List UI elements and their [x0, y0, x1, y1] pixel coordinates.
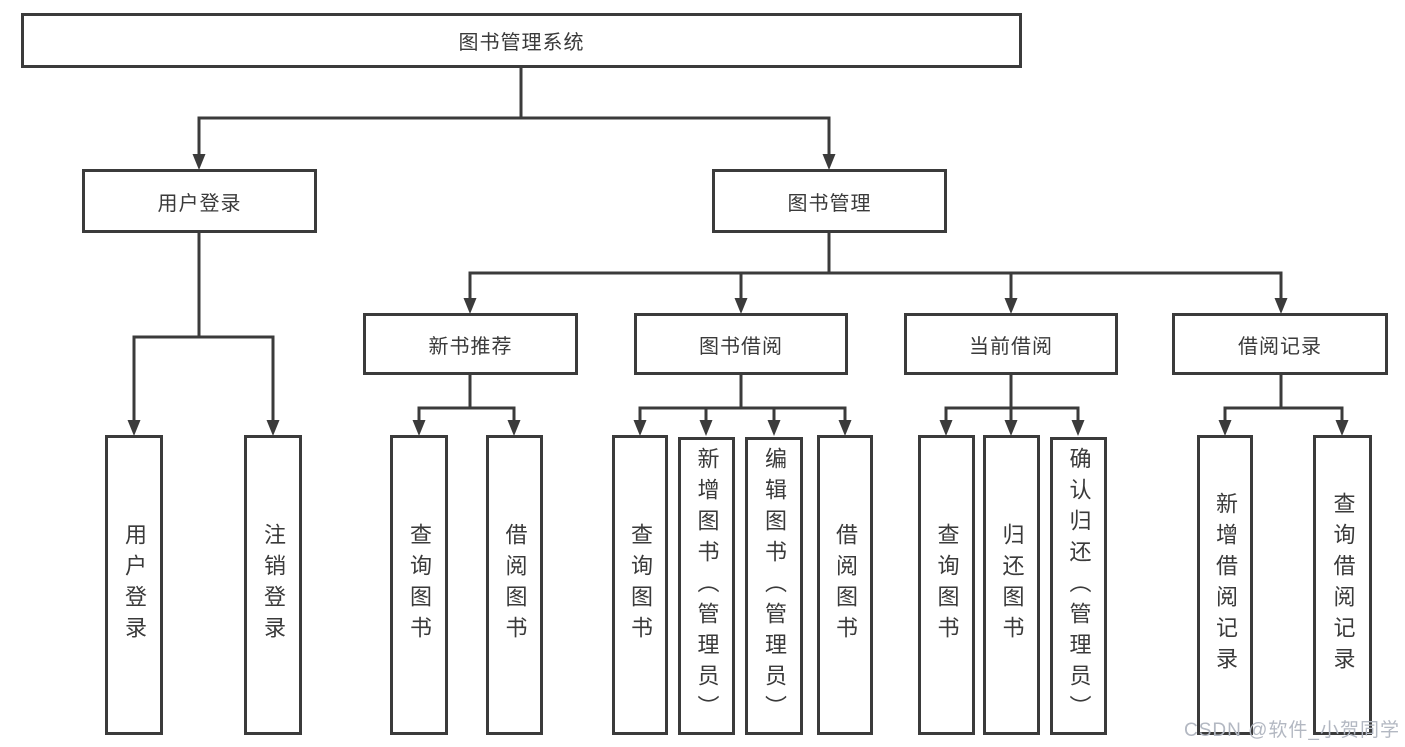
leaf-hist-add-record: 新增借阅记录: [1197, 435, 1253, 735]
node-label: 图书借阅: [699, 335, 783, 358]
leaf-bor-query-book: 查询图书: [612, 435, 668, 735]
node-label: 归还图书: [999, 523, 1025, 647]
connector-userlogin-to-leaves: [127, 231, 280, 436]
connector-currentborrow-to-leaves: [939, 373, 1085, 436]
connector-root-to-level2: [192, 66, 836, 170]
node-label: 新增图书（管理员）: [694, 446, 720, 726]
leaf-bor-borrow-book: 借阅图书: [817, 435, 873, 735]
leaf-logout: 注销登录: [244, 435, 302, 735]
node-label: 图书管理系统: [458, 32, 585, 54]
csdn-watermark: CSDN @软件_小贺同学: [1184, 720, 1400, 741]
connector-bookmgmt-to-level3: [463, 231, 1288, 314]
connector-borrowrecords-to-leaves: [1218, 373, 1349, 436]
node-label: 借阅图书: [502, 523, 528, 647]
node-label: 编辑图书（管理员）: [762, 446, 787, 726]
node-current-borrow: 当前借阅: [904, 313, 1118, 375]
node-label: 确认归还（管理员）: [1066, 446, 1092, 726]
connector-newbookrec-to-leaves: [412, 373, 521, 436]
leaf-cur-query-book: 查询图书: [918, 435, 975, 735]
leaf-bor-edit-book-admin: 编辑图书（管理员）: [745, 437, 803, 735]
node-label: 新增借阅记录: [1213, 492, 1238, 678]
connector-bookborrow-to-leaves: [633, 373, 852, 436]
node-label: 查询图书: [934, 523, 960, 647]
node-user-login: 用户登录: [82, 169, 317, 233]
node-book-borrow: 图书借阅: [634, 313, 848, 375]
leaf-rec-borrow-book: 借阅图书: [486, 435, 543, 735]
node-label: 当前借阅: [969, 335, 1053, 358]
node-label: 注销登录: [261, 523, 286, 647]
node-label: 借阅记录: [1238, 335, 1322, 358]
node-library-system: 图书管理系统: [21, 13, 1022, 68]
node-borrow-records: 借阅记录: [1172, 313, 1388, 375]
leaf-hist-query-record: 查询借阅记录: [1313, 435, 1372, 735]
node-label: 查询借阅记录: [1330, 492, 1356, 678]
node-label: 查询图书: [407, 523, 432, 647]
node-book-management: 图书管理: [712, 169, 947, 233]
node-label: 借阅图书: [833, 523, 858, 647]
node-label: 新书推荐: [428, 335, 513, 358]
leaf-bor-add-book-admin: 新增图书（管理员）: [678, 437, 735, 735]
node-new-book-recommend: 新书推荐: [363, 313, 578, 375]
node-label: 用户登录: [157, 192, 242, 215]
leaf-user-login: 用户登录: [105, 435, 163, 735]
node-label: 图书管理: [787, 192, 872, 215]
leaf-cur-return-book: 归还图书: [983, 435, 1040, 735]
leaf-cur-confirm-return-admin: 确认归还（管理员）: [1050, 437, 1107, 735]
leaf-rec-query-book: 查询图书: [390, 435, 448, 735]
node-label: 用户登录: [122, 523, 147, 647]
node-label: 查询图书: [628, 523, 653, 647]
